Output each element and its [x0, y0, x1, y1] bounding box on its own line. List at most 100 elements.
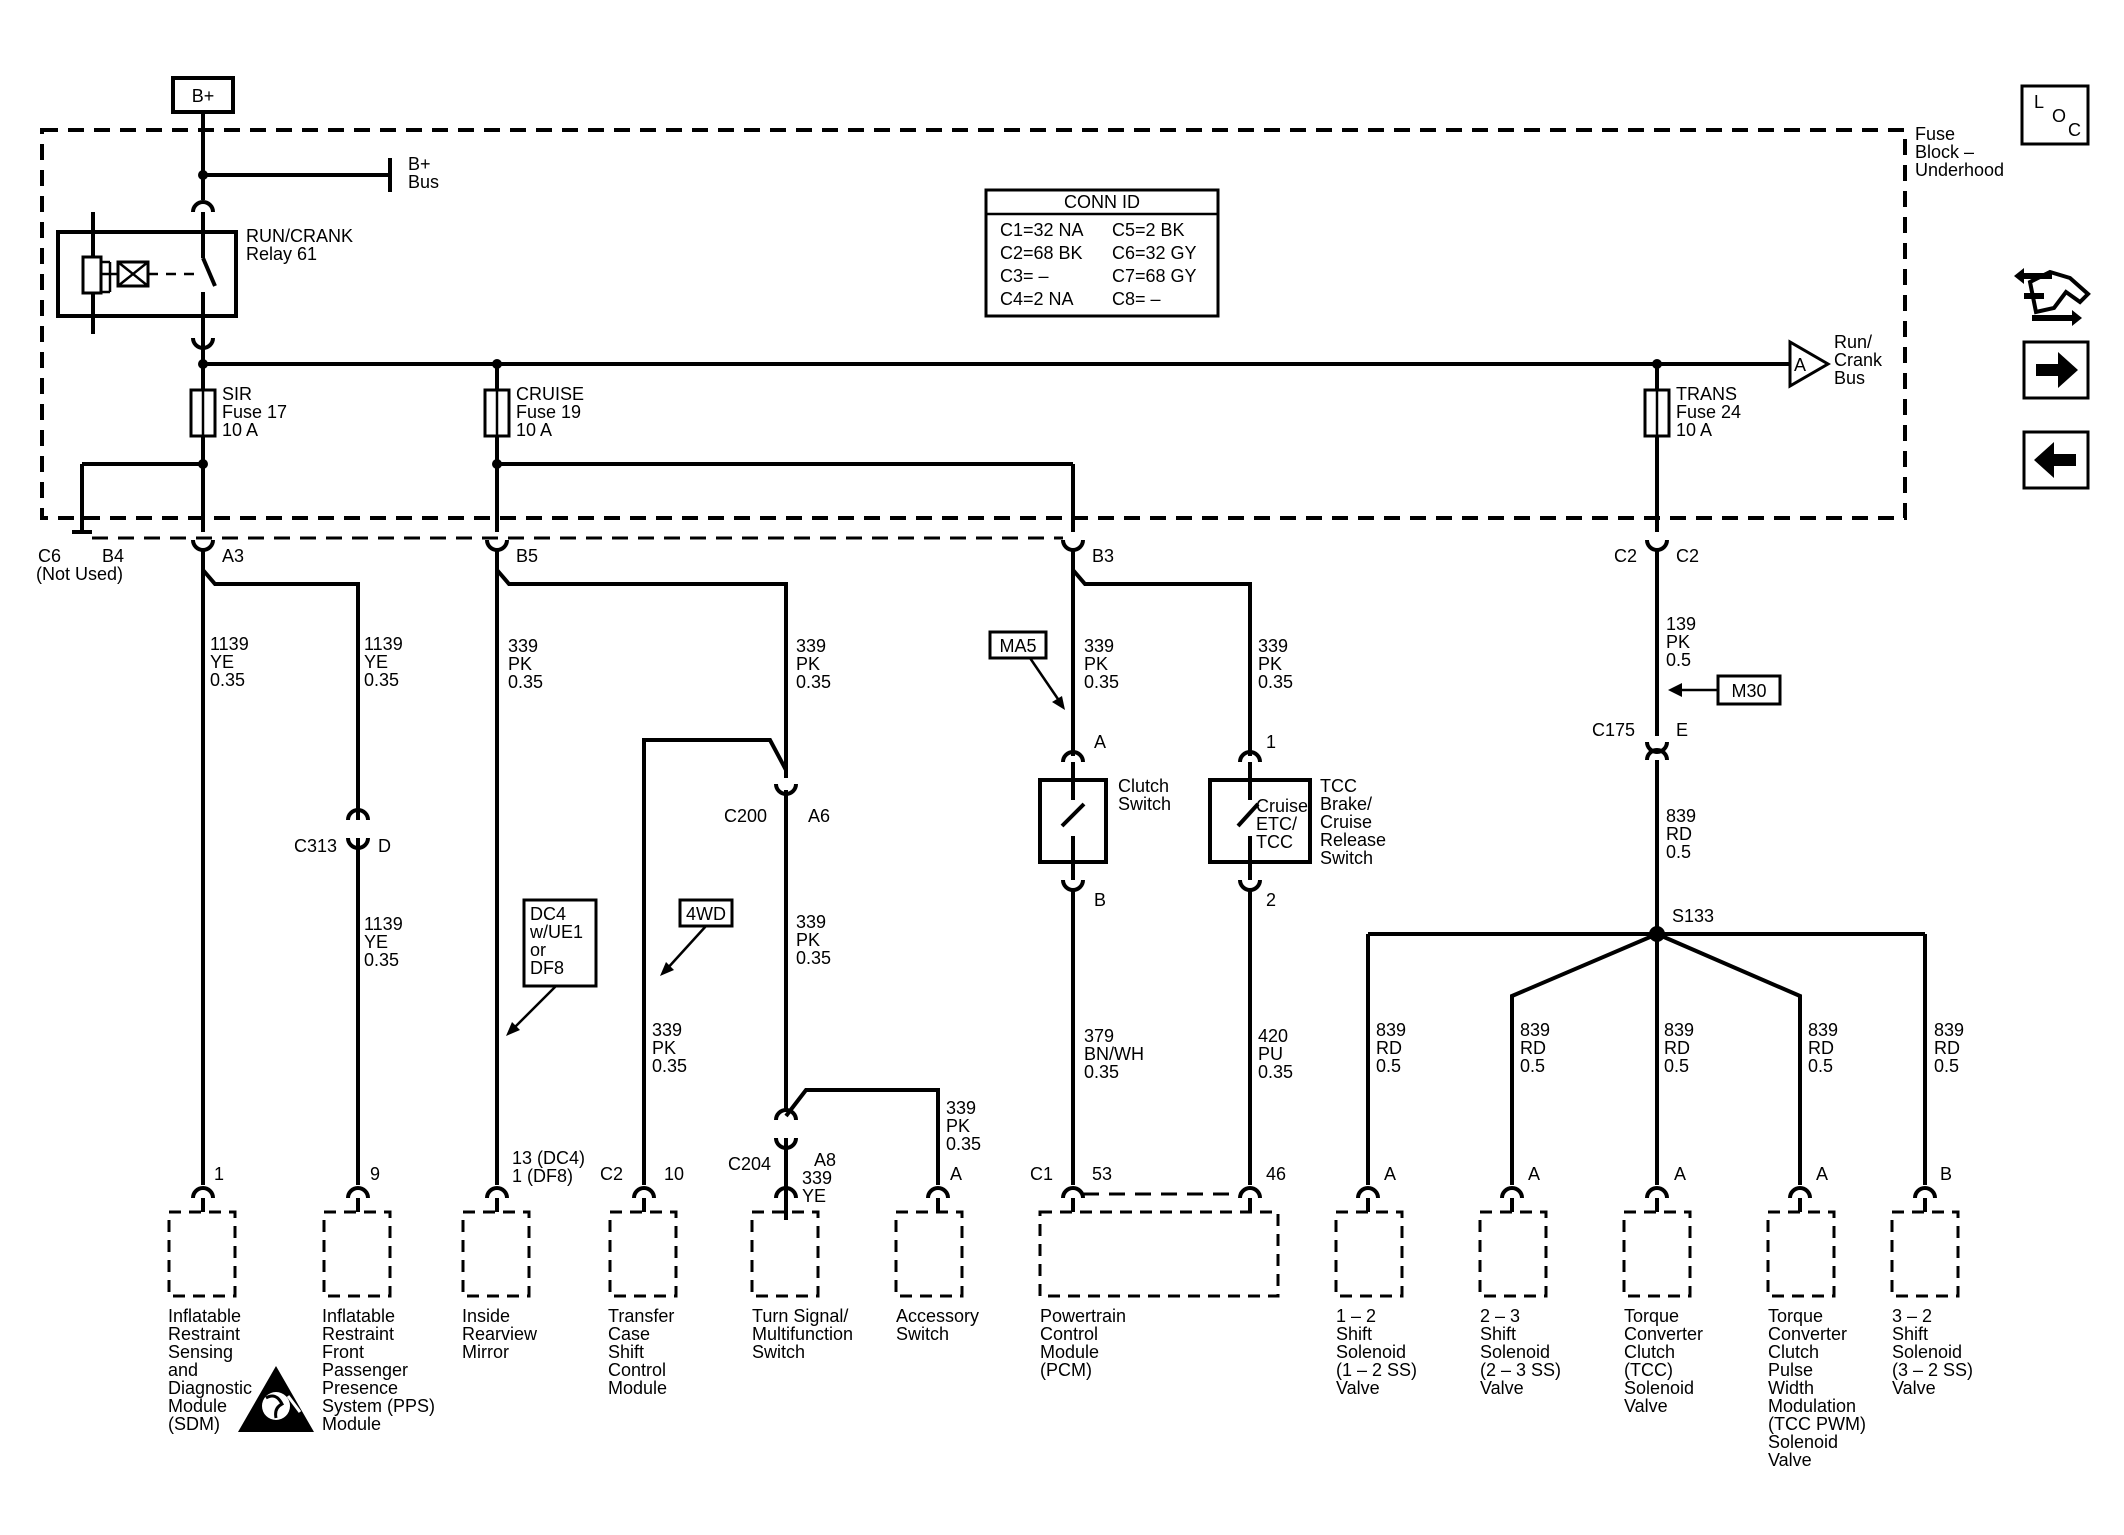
svg-text:339: 339 — [796, 636, 826, 656]
wire-1139-c: 1139 YE 0.35 — [364, 914, 403, 970]
svg-text:339: 339 — [796, 912, 826, 932]
svg-text:RD: RD — [1808, 1038, 1834, 1058]
svg-text:C6=32 GY: C6=32 GY — [1112, 243, 1197, 263]
m30-option-tag: M30 — [1716, 674, 1782, 706]
arrow-right-icon — [2036, 352, 2078, 388]
pps-label-line: Module — [322, 1414, 381, 1434]
wire-339-g: 339 PK 0.35 — [1258, 636, 1293, 692]
svg-text:PK: PK — [1666, 632, 1690, 652]
svg-text:339: 339 — [508, 636, 538, 656]
c200-label: C200 — [724, 806, 767, 826]
svg-text:PK: PK — [796, 930, 820, 950]
tcc-label-line: Solenoid — [1624, 1378, 1694, 1398]
tccpwm-label-line: Clutch — [1768, 1342, 1819, 1362]
wire-839-2: 839 RD 0.5 — [1520, 1020, 1550, 1076]
svg-text:1139: 1139 — [364, 634, 403, 654]
svg-text:C5=2 BK: C5=2 BK — [1112, 220, 1185, 240]
pin-b5: B5 — [516, 546, 538, 566]
svg-text:C2=68 BK: C2=68 BK — [1000, 243, 1083, 263]
transfer-label-line: Module — [608, 1378, 667, 1398]
svg-text:0.5: 0.5 — [1666, 842, 1691, 862]
tcc-label-line: (TCC) — [1624, 1360, 1673, 1380]
transfer-label-line: Case — [608, 1324, 650, 1344]
svg-text:PK: PK — [1258, 654, 1282, 674]
wire-339-h-color: YE — [802, 1186, 826, 1206]
svg-text:1139: 1139 — [210, 634, 249, 654]
bottom-connector-arc — [1788, 1186, 1812, 1199]
sdm-label-line: and — [168, 1360, 198, 1380]
sdm-label-line: (SDM) — [168, 1414, 220, 1434]
sol32-pin: B — [1940, 1164, 1952, 1184]
svg-text:RD: RD — [1376, 1038, 1402, 1058]
tccpwm-label-line: Torque — [1768, 1306, 1823, 1326]
transfer-pin: 10 — [664, 1164, 684, 1184]
tcc-switch-pin-1: 1 — [1266, 732, 1276, 752]
pcm-module — [1038, 1210, 1280, 1298]
pcm-pin-46: 46 — [1266, 1164, 1286, 1184]
previous-page-button[interactable] — [2022, 430, 2090, 490]
sdm-pin: 1 — [214, 1164, 224, 1184]
svg-text:O: O — [2052, 106, 2066, 126]
clutch-pin-a: A — [1094, 732, 1106, 752]
cruise-fuse-number: Fuse 19 — [516, 402, 581, 422]
turn-label-line: Multifunction — [752, 1324, 853, 1344]
sol32-label-line: (3 – 2 SS) — [1892, 1360, 1973, 1380]
tcc-sol-pin: A — [1674, 1164, 1686, 1184]
svg-text:0.5: 0.5 — [1520, 1056, 1545, 1076]
sol32-label-line: Solenoid — [1892, 1342, 1962, 1362]
bottom-connector-arc — [1500, 1186, 1524, 1199]
svg-text:0.35: 0.35 — [652, 1056, 687, 1076]
tccpwm-valve — [1766, 1210, 1836, 1298]
tccpwm-label-line: Converter — [1768, 1324, 1847, 1344]
sol12-valve — [1334, 1210, 1404, 1298]
pin-b3: B3 — [1092, 546, 1114, 566]
tcc-label-line: Torque — [1624, 1306, 1679, 1326]
bottom-connector-arc — [346, 1186, 370, 1199]
tccpwm-label-line: Valve — [1768, 1450, 1812, 1470]
inside-mirror — [461, 1210, 531, 1298]
pcm-connector: C1 — [1030, 1164, 1053, 1184]
svg-text:0.35: 0.35 — [1084, 1062, 1119, 1082]
pin-c2-right: C2 — [1676, 546, 1699, 566]
svg-text:ETC/: ETC/ — [1256, 814, 1297, 834]
run-crank-bus-label-1: Run/ — [1834, 332, 1872, 352]
sol32-label-line: 3 – 2 — [1892, 1306, 1932, 1326]
pps-label-line: Inflatable — [322, 1306, 395, 1326]
tcc-label-line: Clutch — [1624, 1342, 1675, 1362]
svg-text:C: C — [2068, 120, 2081, 140]
next-page-button[interactable] — [2022, 340, 2090, 400]
pcm-label-line: Module — [1040, 1342, 1099, 1362]
b-plus-bus-label: B+ — [408, 154, 431, 174]
svg-text:839: 839 — [1664, 1020, 1694, 1040]
b-plus-label: B+ — [192, 86, 215, 106]
svg-text:C7=68 GY: C7=68 GY — [1112, 266, 1197, 286]
svg-text:RD: RD — [1520, 1038, 1546, 1058]
sol23-label-line: Shift — [1480, 1324, 1516, 1344]
svg-text:or: or — [530, 940, 546, 960]
pps-label-line: Front — [322, 1342, 364, 1362]
svg-text:1139: 1139 — [364, 914, 403, 934]
sol23-label-line: 2 – 3 — [1480, 1306, 1520, 1326]
tccpwm-pin: A — [1816, 1164, 1828, 1184]
wire-839-5: 839 RD 0.5 — [1934, 1020, 1964, 1076]
sol12-label-line: 1 – 2 — [1336, 1306, 1376, 1326]
c204-pin-a8: A8 — [814, 1150, 836, 1170]
pcm-pin-53: 53 — [1092, 1164, 1112, 1184]
svg-text:0.5: 0.5 — [1934, 1056, 1959, 1076]
svg-text:w/UE1: w/UE1 — [529, 922, 583, 942]
sdm-label-line: Inflatable — [168, 1306, 241, 1326]
svg-text:420: 420 — [1258, 1026, 1288, 1046]
svg-text:M30: M30 — [1731, 681, 1766, 701]
trans-fuse-amp: 10 A — [1676, 420, 1712, 440]
mirror-label-line: Inside — [462, 1306, 510, 1326]
svg-text:0.5: 0.5 — [1664, 1056, 1689, 1076]
loc-button[interactable]: L O C — [2020, 84, 2090, 146]
c313-label: C313 — [294, 836, 337, 856]
svg-text:Block –: Block – — [1915, 142, 1974, 162]
wire-379: 379 BN/WH 0.35 — [1084, 1026, 1144, 1082]
bottom-connector-arc — [774, 1186, 798, 1199]
pcm-label-line: Powertrain — [1040, 1306, 1126, 1326]
svg-text:4WD: 4WD — [686, 904, 726, 924]
run-crank-relay — [56, 212, 238, 334]
connector-end-view-icon[interactable] — [2014, 268, 2091, 326]
